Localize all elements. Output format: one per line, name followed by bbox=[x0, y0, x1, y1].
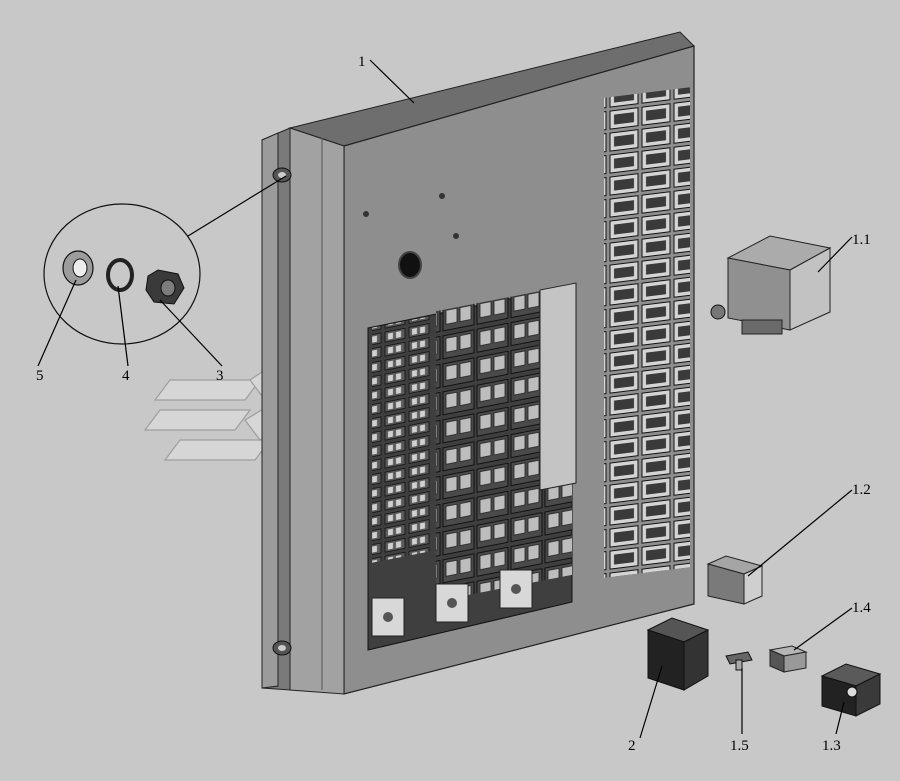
flat-washer bbox=[62, 250, 94, 286]
leader-lines bbox=[37, 59, 853, 739]
blade-fuse bbox=[725, 651, 753, 671]
callout-4: 4 bbox=[122, 368, 130, 384]
stud-bottom bbox=[272, 640, 292, 656]
callout-1-1: 1.1 bbox=[852, 232, 871, 248]
hex-nut bbox=[145, 269, 185, 305]
callout-1-2: 1.2 bbox=[852, 482, 871, 498]
relay-bracket bbox=[820, 663, 882, 717]
callout-1: 1 bbox=[358, 54, 366, 70]
callout-5: 5 bbox=[36, 368, 44, 384]
relay-black bbox=[646, 617, 710, 691]
detail-circle bbox=[43, 203, 201, 345]
callout-labels: 1 1.1 1.2 1.3 1.4 1.5 2 3 4 5 bbox=[36, 54, 871, 754]
callout-1-3: 1.3 bbox=[822, 738, 841, 754]
callout-1-4: 1.4 bbox=[852, 600, 871, 616]
callout-1-5: 1.5 bbox=[730, 738, 749, 754]
spring-washer bbox=[106, 258, 134, 292]
relay-small bbox=[768, 645, 808, 673]
relay-medium bbox=[706, 555, 764, 605]
relay-large bbox=[710, 235, 832, 335]
callout-2: 2 bbox=[628, 738, 636, 754]
stud-top bbox=[272, 167, 292, 183]
callout-3: 3 bbox=[216, 368, 224, 384]
mounting-block bbox=[261, 31, 695, 695]
